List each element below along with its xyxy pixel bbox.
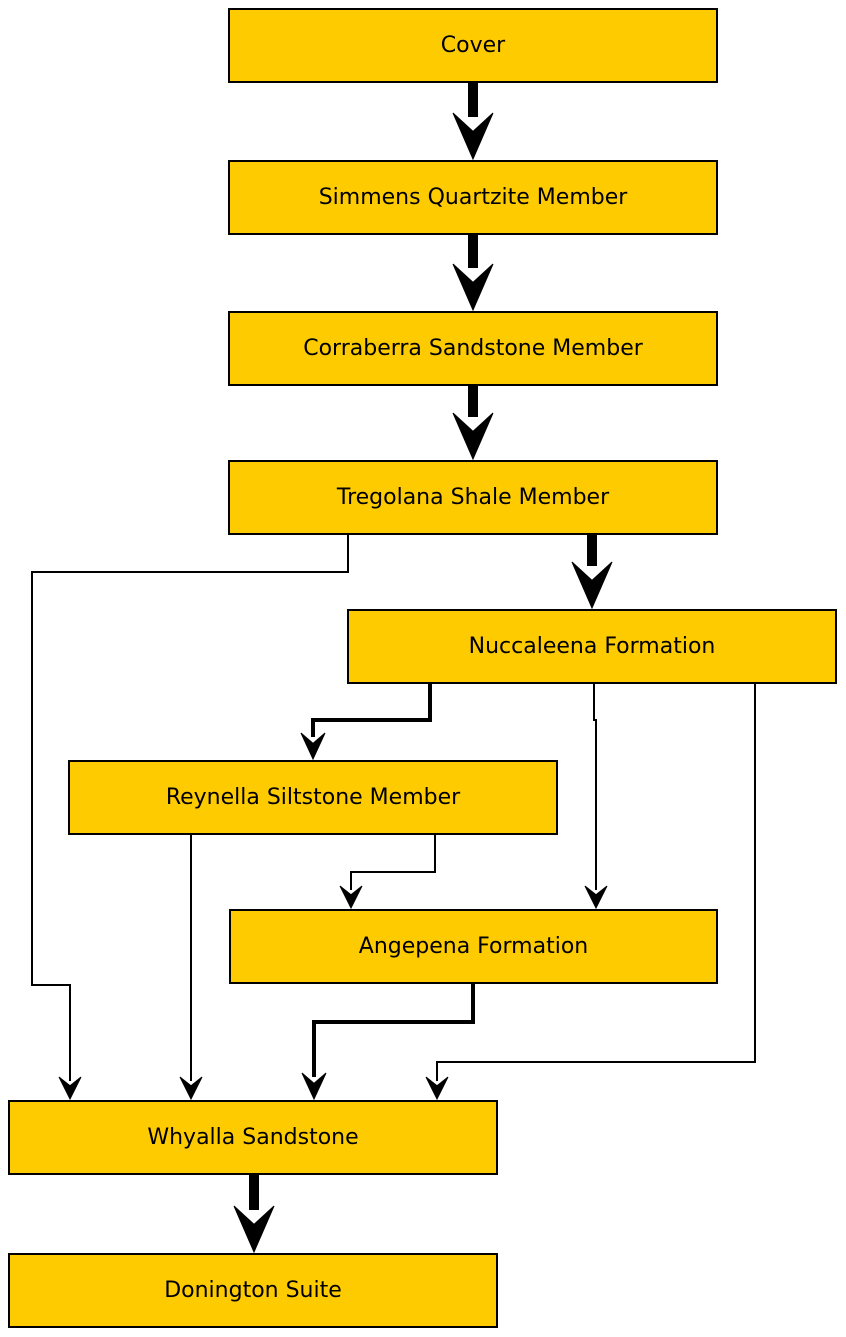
edge-line (350, 834, 436, 890)
edge-reynella-to-whyalla (179, 834, 203, 1101)
arrowhead-icon (301, 1072, 327, 1101)
edge-line (31, 534, 349, 1081)
node-label: Tregolana Shale Member (336, 485, 610, 510)
arrowhead-icon (425, 1076, 449, 1101)
edge-tregolana-to-nuccaleena (571, 534, 613, 610)
node-label: Corraberra Sandstone Member (303, 336, 644, 361)
node-box (68, 760, 558, 835)
arrowhead-icon (584, 885, 608, 910)
node-label: Angepena Formation (359, 934, 588, 959)
edge-nuccaleena-to-reynella (300, 683, 432, 761)
arrowhead-icon (58, 1076, 82, 1101)
node-box (229, 909, 718, 984)
edge-corraberra-to-tregolana (452, 385, 494, 461)
node-box (347, 609, 837, 684)
edge-simmens-to-corraberra (452, 234, 494, 312)
edge-tregolana-to-whyalla (31, 534, 349, 1101)
arrowhead-icon (571, 561, 613, 610)
edge-nuccaleena-to-angepena (584, 683, 608, 910)
edge-reynella-to-angepena (339, 834, 436, 910)
node-label: Cover (441, 33, 506, 58)
arrowhead-icon (300, 732, 326, 761)
edge-cover-to-simmens (452, 82, 494, 161)
arrowhead-icon (452, 112, 494, 161)
node-box (8, 1100, 498, 1175)
edge-angepena-to-whyalla (301, 983, 475, 1101)
arrowhead-icon (452, 412, 494, 461)
edge-line (593, 683, 597, 890)
node-label: Donington Suite (164, 1278, 342, 1303)
node-nuccaleena: Nuccaleena Formation (347, 609, 837, 684)
arrowhead-icon (179, 1076, 203, 1101)
node-box (228, 311, 718, 386)
node-box (228, 460, 718, 535)
node-box (228, 160, 718, 235)
arrowhead-icon (233, 1205, 275, 1254)
node-angepena: Angepena Formation (229, 909, 718, 984)
edge-line (311, 683, 432, 737)
node-label: Whyalla Sandstone (147, 1125, 358, 1150)
edge-whyalla-to-donington (233, 1174, 275, 1254)
node-reynella: Reynella Siltstone Member (68, 760, 558, 835)
node-tregolana: Tregolana Shale Member (228, 460, 718, 535)
edge-line (312, 983, 475, 1077)
node-label: Nuccaleena Formation (469, 634, 716, 659)
node-label: Reynella Siltstone Member (166, 785, 461, 810)
node-simmens: Simmens Quartzite Member (228, 160, 718, 235)
edges (31, 82, 756, 1254)
edge-nuccaleena-to-whyalla (425, 683, 756, 1101)
arrowhead-icon (452, 263, 494, 312)
node-corraberra: Corraberra Sandstone Member (228, 311, 718, 386)
node-donington: Donington Suite (8, 1253, 498, 1328)
arrowhead-icon (339, 885, 363, 910)
node-whyalla: Whyalla Sandstone (8, 1100, 498, 1175)
node-box (8, 1253, 498, 1328)
node-cover: Cover (228, 8, 718, 83)
node-label: Simmens Quartzite Member (319, 185, 629, 210)
edge-line (436, 683, 756, 1081)
node-box (228, 8, 718, 83)
